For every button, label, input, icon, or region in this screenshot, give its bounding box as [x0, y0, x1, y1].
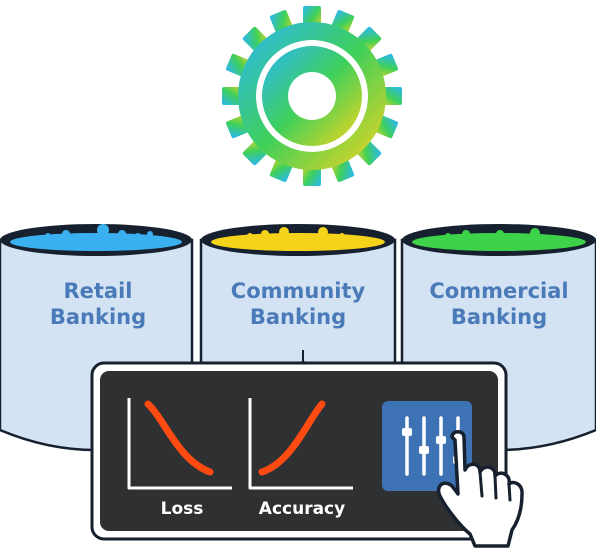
- tank-label-line1: Retail: [63, 279, 132, 303]
- loss-curve-icon: [127, 398, 232, 490]
- bubbles: [45, 224, 153, 239]
- hand-pointer-icon: [436, 430, 524, 548]
- loss-label: Loss: [161, 499, 204, 519]
- tank-liquid: [412, 233, 586, 251]
- tank-label-line1: Community: [231, 279, 366, 303]
- metrics-panel: Loss Accuracy: [90, 361, 524, 548]
- gear-icon: [222, 6, 402, 186]
- tank-liquid: [211, 233, 385, 251]
- settings-button[interactable]: [382, 401, 472, 491]
- accuracy-label: Accuracy: [259, 499, 345, 519]
- tank-label-line2: Banking: [451, 305, 547, 329]
- bubbles: [445, 228, 540, 239]
- accuracy-curve-icon: [248, 398, 353, 490]
- tank-liquid: [10, 233, 182, 251]
- bubbles: [247, 227, 345, 239]
- tank-label-line2: Banking: [50, 305, 146, 329]
- tank-label-line1: Commercial: [429, 279, 568, 303]
- tank-label-line2: Banking: [250, 305, 346, 329]
